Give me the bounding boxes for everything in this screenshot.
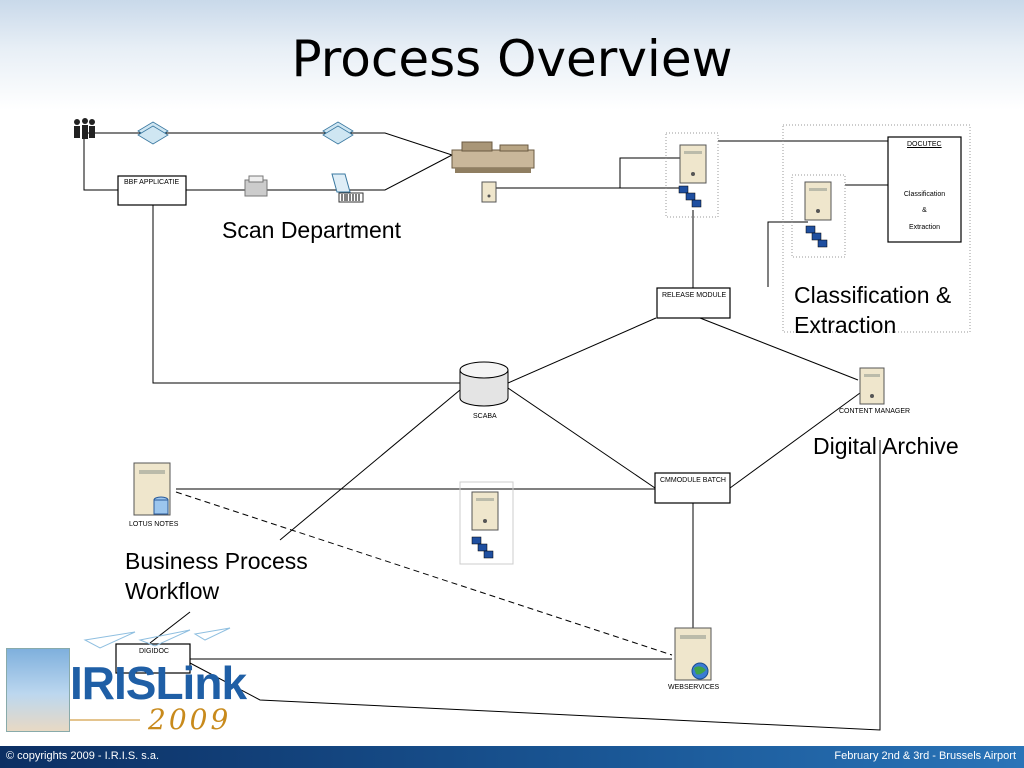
docutec-label: DOCUTEC [907, 141, 942, 148]
digital-archive-label: Digital Archive [813, 433, 959, 459]
footer-event: February 2nd & 3rd - Brussels Airport [834, 750, 1016, 762]
connector-person-bbf [83, 133, 118, 191]
digidoc-box [115, 643, 191, 674]
docutec-line-1: Classification [903, 191, 946, 198]
digidoc-label: DIGIDOC [139, 648, 169, 655]
connector-class-docutec [767, 221, 808, 287]
server-icon-top [679, 144, 707, 184]
release-label: RELEASE MODULE [662, 292, 727, 299]
barcode-document-icon [331, 173, 364, 203]
cluster-icon-class [805, 225, 828, 248]
server-group-top [665, 132, 719, 218]
connector-bbf-scan [186, 154, 453, 191]
server-icon-class [804, 181, 832, 221]
server-icon-content-manager [859, 367, 885, 405]
webservices-label: WEBSERVICES [668, 684, 720, 691]
connector-person-top [84, 132, 453, 156]
connector-bpw-digidoc [149, 611, 191, 644]
paper-plane-icons [83, 627, 231, 649]
bpw-label-1: Business Process [125, 548, 308, 574]
logo-name: IRISLink [70, 657, 247, 709]
connector-digidoc-cm [189, 440, 881, 731]
bbf-label: BBF APPLICATIE [124, 179, 180, 186]
server-icon-middle [471, 491, 499, 531]
scaba-label: SCABA [473, 413, 497, 420]
docutec-box [887, 136, 962, 243]
documents-icon-2 [322, 121, 354, 145]
classification-label-2: Extraction [794, 312, 897, 338]
connector-scaba-bpw [279, 389, 461, 541]
server-icon-lotus [133, 462, 171, 516]
release-box [656, 287, 731, 319]
logo-year: 2009 [148, 703, 232, 736]
server-group-middle [459, 481, 514, 565]
header-band [0, 0, 1024, 110]
cluster-icon-middle [471, 536, 494, 559]
scan-department-label: Scan Department [222, 217, 401, 243]
printer-icon [244, 175, 268, 197]
cluster-icon-top [678, 185, 702, 208]
connector-release-scaba [507, 317, 657, 384]
classification-label-1: Classification & [794, 282, 952, 308]
server-group-class [791, 174, 846, 258]
logo-photo [6, 648, 70, 732]
footer-copyright: © copyrights 2009 - I.R.I.S. s.a. [6, 750, 160, 762]
connector-cmmodule-cm [729, 392, 861, 489]
content-manager-label: CONTENT MANAGER [839, 408, 911, 415]
page-title: Process Overview [291, 30, 733, 88]
documents-icon [137, 121, 169, 145]
scanner-machine-icon [451, 141, 535, 173]
connector-scanner-server [490, 157, 680, 189]
connector-release-cm [699, 317, 859, 381]
docutec-line-3: Extraction [908, 224, 941, 231]
server-icon-webservices [674, 627, 712, 681]
connector-bbf-scaba [152, 205, 460, 384]
database-icon [459, 361, 509, 407]
bpw-label-2: Workflow [125, 578, 220, 604]
docutec-line-2: & [922, 207, 927, 214]
connector-lotus-web-dashed [175, 491, 673, 656]
small-server-icon [481, 181, 497, 203]
footer-bar: © copyrights 2009 - I.R.I.S. s.a. Februa… [0, 746, 1024, 768]
lotus-label: LOTUS NOTES [129, 521, 179, 528]
people-icon [74, 118, 95, 139]
cmmodule-label: CMMODULE BATCH [660, 477, 726, 484]
bbf-box [117, 175, 187, 206]
connector-scaba-cmmodule [507, 387, 656, 489]
cmmodule-box [654, 472, 731, 504]
class-extract-group [782, 124, 971, 333]
